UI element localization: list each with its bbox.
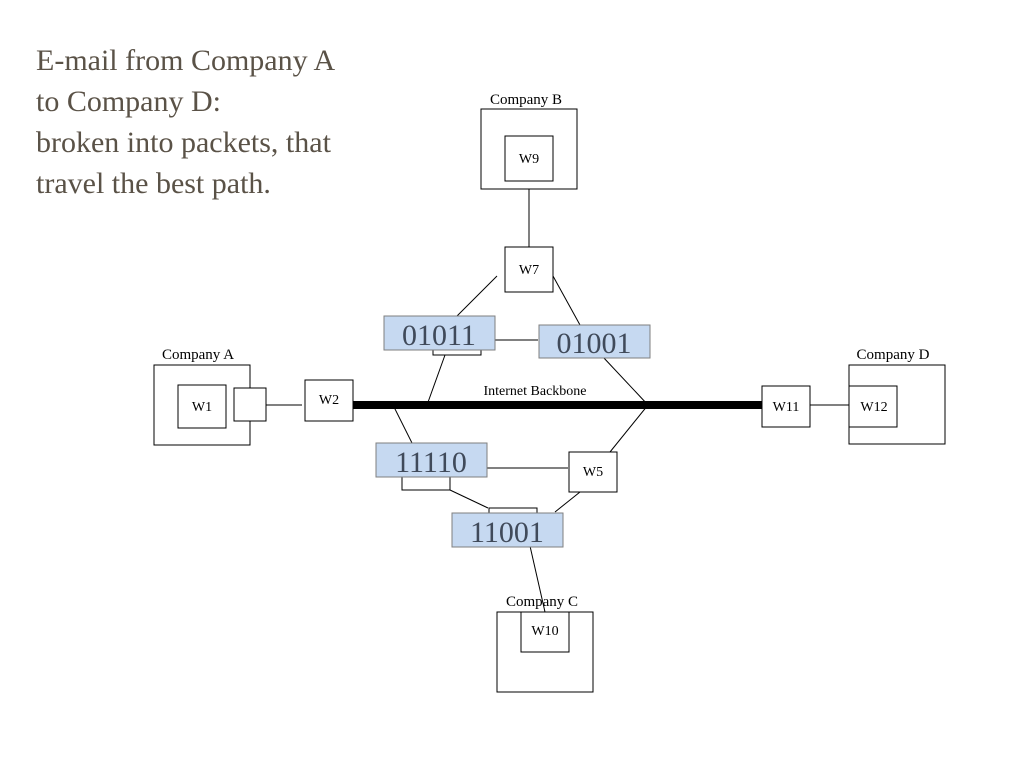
link-backbone-w5 bbox=[609, 404, 649, 453]
title-line-3: broken into packets, that bbox=[36, 126, 331, 159]
link-p3-p4 bbox=[449, 489, 489, 509]
company-a-label: Company A bbox=[162, 347, 234, 363]
node-w2-label: W2 bbox=[319, 393, 339, 408]
packet-11001: 11001 bbox=[451, 512, 564, 549]
node-w5[interactable] bbox=[568, 451, 618, 493]
packet-01011: 01011 bbox=[383, 315, 496, 352]
company-b: Company B W9 bbox=[480, 92, 578, 190]
link-w7-right bbox=[552, 275, 581, 326]
title-line-4: travel the best path. bbox=[36, 167, 271, 200]
link-w7-left bbox=[454, 275, 498, 319]
company-d-label: Company D bbox=[857, 347, 930, 363]
node-w2[interactable] bbox=[304, 379, 354, 422]
node-w10-label: W10 bbox=[531, 624, 558, 639]
node-w12-label: W12 bbox=[860, 400, 887, 415]
node-w12[interactable] bbox=[848, 385, 898, 428]
packet-01011-text: 01011 bbox=[402, 319, 476, 352]
node-w7[interactable] bbox=[504, 246, 554, 293]
link-p1-backbone bbox=[426, 354, 446, 406]
packet-11110-text: 11110 bbox=[395, 446, 467, 479]
title-line-2: to Company D: bbox=[36, 85, 221, 118]
packet-11110: 11110 bbox=[375, 442, 488, 479]
node-w11-label: W11 bbox=[773, 400, 800, 415]
packet-01001: 01001 bbox=[538, 324, 651, 360]
company-c-label: Company C bbox=[506, 594, 578, 610]
packet-01001-text: 01001 bbox=[557, 327, 632, 360]
slide-title: E-mail from Company A to Company D: brok… bbox=[36, 40, 416, 204]
node-w1[interactable] bbox=[177, 384, 227, 429]
node-w9-label: W9 bbox=[519, 152, 539, 167]
link-p4-w10 bbox=[529, 545, 546, 613]
company-d: Company D W12 bbox=[848, 347, 946, 445]
company-b-label: Company B bbox=[490, 92, 562, 108]
connections bbox=[266, 181, 849, 613]
node-w10[interactable] bbox=[520, 611, 570, 653]
title-line-1: E-mail from Company A bbox=[36, 44, 336, 77]
packet-11001-text: 11001 bbox=[470, 516, 544, 549]
company-a: Company A W1 bbox=[153, 347, 267, 446]
backbone-label: Internet Backbone bbox=[483, 384, 586, 399]
company-a-port bbox=[233, 387, 267, 422]
link-w5-p4 bbox=[554, 491, 581, 513]
link-p2-backbone bbox=[602, 356, 649, 406]
node-w11[interactable] bbox=[761, 385, 811, 428]
node-w1-label: W1 bbox=[192, 400, 212, 415]
link-w2-p3 bbox=[392, 404, 413, 444]
node-w7-label: W7 bbox=[519, 263, 539, 278]
node-w5-label: W5 bbox=[583, 465, 603, 480]
node-w9[interactable] bbox=[504, 135, 554, 182]
company-c: W10 Company C bbox=[496, 594, 594, 693]
